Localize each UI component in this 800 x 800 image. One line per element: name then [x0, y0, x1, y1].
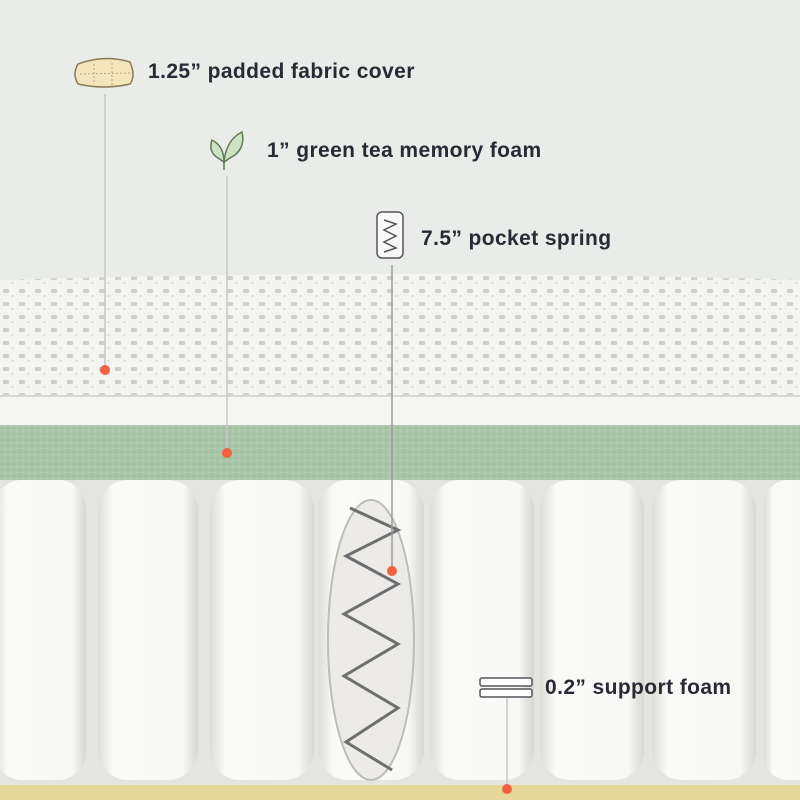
- leaf-icon: [210, 130, 244, 170]
- support-foam-layer: [0, 782, 800, 800]
- cover-label: 1.25” padded fabric cover: [148, 60, 415, 83]
- support-marker: [502, 784, 512, 794]
- pocket-spring-layer: [0, 470, 800, 785]
- spring-marker: [387, 566, 397, 576]
- spring-icon: [376, 211, 404, 259]
- foam-layer-icon: [479, 677, 533, 698]
- pillow-icon: [74, 57, 134, 88]
- spring-label: 7.5” pocket spring: [421, 227, 612, 250]
- cover-marker: [100, 365, 110, 375]
- foam-marker: [222, 448, 232, 458]
- foam-label: 1” green tea memory foam: [267, 139, 542, 162]
- memory-foam-layer: [0, 425, 800, 480]
- fabric-cover-layer: [0, 274, 800, 425]
- support-foam-label: 0.2” support foam: [545, 676, 732, 699]
